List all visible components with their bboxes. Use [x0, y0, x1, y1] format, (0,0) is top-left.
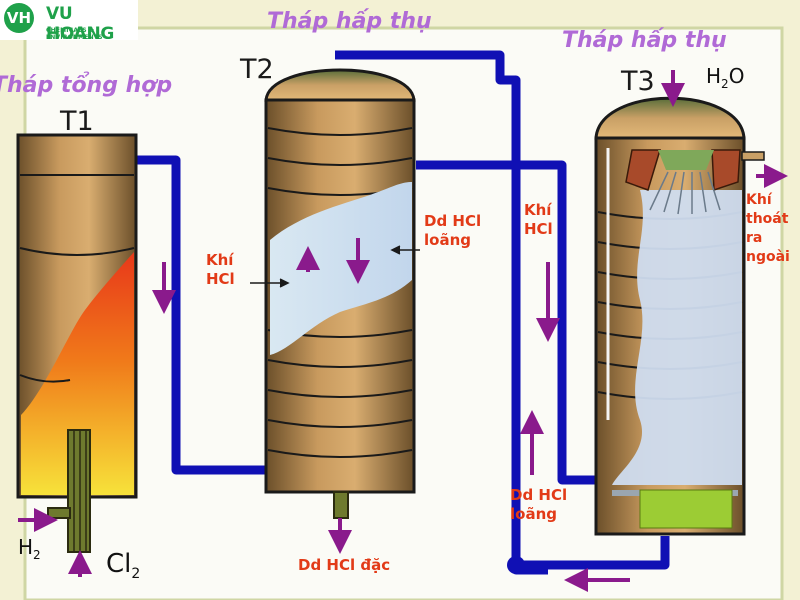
title-absorb-t3: Tháp hấp thụ — [562, 28, 727, 53]
label-t3: T3 — [621, 66, 655, 97]
tower-t3 — [594, 96, 765, 536]
feed-h2o: H2O — [706, 64, 745, 91]
label-t1: T1 — [60, 106, 94, 137]
label-t2: T2 — [240, 54, 274, 85]
logo-name: VU HOANG — [46, 4, 115, 44]
pipe-t1-to-t2 — [136, 155, 268, 475]
logo-mark-icon: VH — [4, 3, 34, 33]
flow-arrows — [18, 70, 788, 592]
pipe-t3-bottom — [520, 536, 670, 570]
tower-t2 — [264, 68, 416, 519]
title-absorb-t2: Tháp hấp thụ — [267, 9, 432, 34]
feed-h2: H2 — [18, 535, 41, 562]
company-logo: VH VU HOANG CHEMICALS & ENVIRONMENTS — [0, 0, 138, 44]
pipe-joint — [507, 556, 525, 574]
label-dd-hcl-dac: Dd HCl đặc — [298, 556, 391, 574]
title-synthesis-tower: Tháp tổng hợp — [0, 73, 173, 98]
pointer-arrows — [250, 245, 420, 288]
tower-t1 — [16, 133, 138, 553]
feed-cl2: Cl2 — [106, 549, 141, 583]
logo-tagline: CHEMICALS & ENVIRONMENTS — [46, 27, 103, 41]
pipe-t2-to-t3 — [416, 160, 598, 485]
